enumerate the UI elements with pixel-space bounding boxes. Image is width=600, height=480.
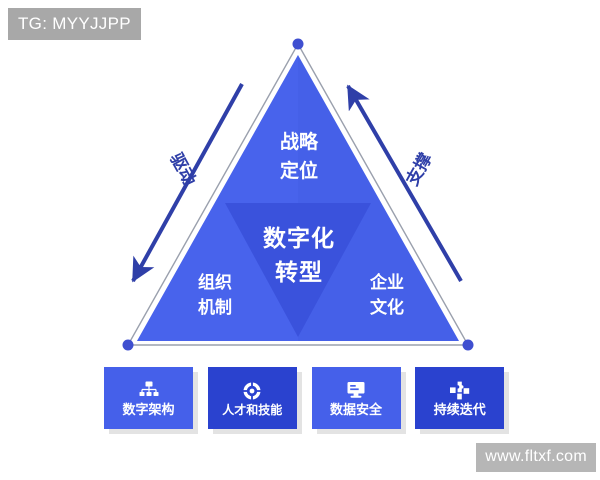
- card-surface[interactable]: 数字架构: [104, 367, 193, 429]
- pyramid-bottom-right-line1: 企业: [369, 272, 404, 292]
- pyramid-apex-line1: 战略: [280, 130, 319, 153]
- pyramid-core-line2: 转型: [275, 259, 323, 285]
- monitor-icon: [345, 380, 367, 400]
- pillar-card-data-security[interactable]: 数据安全: [311, 367, 406, 434]
- watermark-bottom-right: www.fltxf.com: [476, 443, 596, 472]
- card-surface[interactable]: 数据安全: [311, 367, 401, 429]
- arrow-drive: [131, 83, 244, 283]
- pyramid-left-facet: [137, 55, 298, 341]
- triangle-outline: [126, 42, 470, 346]
- arrow-support-label: 支撑: [402, 149, 436, 188]
- target-icon: [241, 380, 263, 401]
- pyramid-bottom-left-line1: 组织: [198, 272, 232, 292]
- card-surface[interactable]: 人才和技能: [207, 367, 297, 429]
- card-surface[interactable]: 持续迭代: [415, 367, 505, 429]
- card-label: 数字架构: [122, 402, 175, 417]
- pillar-card-row: 数字架构 人才和技能: [104, 367, 510, 434]
- vertex-node-apex: [292, 38, 304, 50]
- vertex-node-bottom-right: [462, 339, 474, 351]
- watermark-top-left: TG: MYYJJPP: [8, 8, 141, 40]
- org-chart-icon: [138, 380, 160, 400]
- pyramid-bottom-right-line2: 文化: [370, 297, 404, 317]
- card-label: 持续迭代: [433, 402, 486, 417]
- card-label: 人才和技能: [222, 402, 283, 417]
- pyramid-apex-line2: 定位: [280, 159, 318, 182]
- pillar-card-digital-architecture[interactable]: 数字架构: [104, 367, 198, 434]
- vertex-node-bottom-left: [122, 339, 134, 351]
- arrow-drive-label: 驱动: [166, 150, 199, 189]
- pyramid-core-line1: 数字化: [263, 225, 335, 251]
- arrow-support-label-group: 支撑: [402, 149, 436, 188]
- arrow-support: [346, 84, 463, 283]
- pillar-card-talent-skills[interactable]: 人才和技能: [207, 367, 302, 434]
- pyramid-bottom-left-line2: 机制: [198, 297, 232, 317]
- pillar-card-continuous-iteration[interactable]: 持续迭代: [415, 367, 510, 434]
- card-label: 数据安全: [329, 402, 382, 417]
- inner-inverted-triangle: [225, 203, 371, 337]
- arrow-drive-label-group: 驱动: [166, 150, 199, 189]
- puzzle-icon: [449, 380, 471, 400]
